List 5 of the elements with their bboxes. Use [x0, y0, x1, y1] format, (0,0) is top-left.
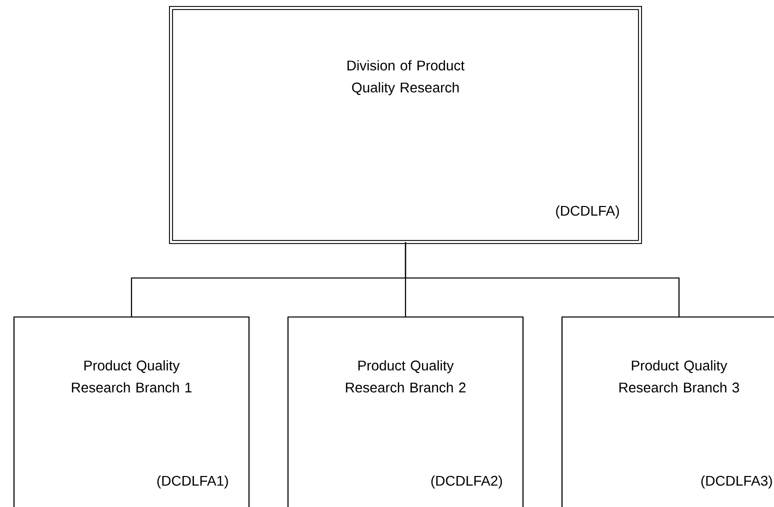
branch-box: Product Quality Research Branch 2 (DCDLFA2)	[287, 316, 524, 507]
connector-line	[404, 242, 680, 317]
division-box: Division of Product Quality Research (DCDLFA)	[169, 6, 642, 244]
branch-box: Product Quality Research Branch 3 (DCDLFA3)	[561, 316, 774, 507]
branch-box: Product Quality Research Branch 1 (DCDLFA1)	[13, 316, 250, 507]
